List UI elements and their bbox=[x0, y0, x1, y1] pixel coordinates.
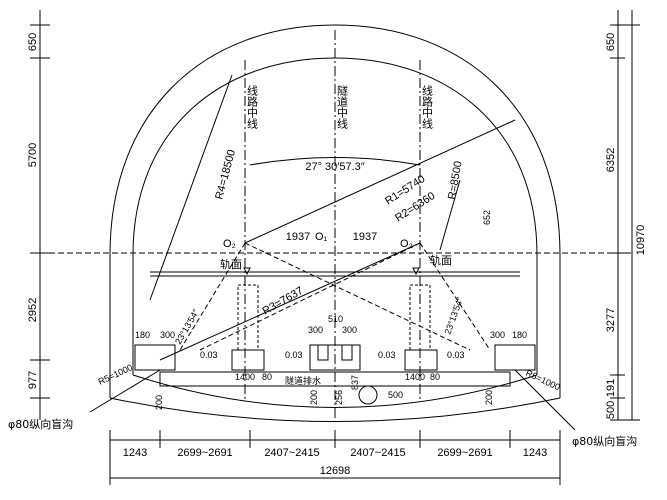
radius-r3-label: R3=7637 bbox=[261, 285, 306, 318]
line-center-right-label: 线路中线 bbox=[421, 84, 434, 129]
slope-003-b: 0.03 bbox=[285, 350, 303, 360]
dim-1400-right: 1400 bbox=[405, 372, 425, 382]
slope-003-d: 0.03 bbox=[447, 350, 465, 360]
radius-r5-left-label: R5=1000 bbox=[97, 362, 135, 387]
bottom-dim-2: 2699~2691 bbox=[177, 447, 232, 459]
radius-r4 bbox=[149, 74, 233, 301]
bottom-dim-6: 1243 bbox=[523, 447, 547, 459]
angle-label: 27° 30′57.3″ bbox=[305, 161, 364, 173]
dim-200-right: 200 bbox=[484, 390, 494, 405]
bottom-dim-5: 2699~2691 bbox=[437, 447, 492, 459]
center-dim-right: 1937 bbox=[353, 231, 377, 243]
dim-300-left: 300 bbox=[160, 330, 175, 340]
dim-200-left: 200 bbox=[154, 395, 164, 410]
rail-left-label: 轨面 bbox=[220, 257, 242, 271]
right-dim-650: 650 bbox=[605, 33, 617, 51]
slope-003-c: 0.03 bbox=[378, 350, 396, 360]
dim-200-center: 200 bbox=[309, 390, 319, 405]
invert-outer bbox=[109, 397, 561, 422]
dim-1400-left: 1400 bbox=[235, 372, 255, 382]
right-rail-support bbox=[409, 284, 431, 351]
dim-80-left: 80 bbox=[262, 372, 272, 382]
pipe-note: 隧道排水 bbox=[285, 375, 321, 386]
left-rail-support bbox=[237, 284, 259, 351]
radius-r-right-label: R=8500 bbox=[446, 160, 465, 200]
bottom-dim-1: 1243 bbox=[123, 447, 147, 459]
radius-left-dash bbox=[179, 242, 246, 351]
dim-180-left: 180 bbox=[135, 330, 150, 340]
dim-300-c2: 300 bbox=[342, 325, 357, 335]
radius-right-dash bbox=[419, 242, 491, 351]
right-dim-191: 191 bbox=[605, 379, 617, 397]
center-dim-652: 652 bbox=[482, 210, 492, 225]
dim-510: 510 bbox=[328, 314, 343, 324]
dim-300-right: 300 bbox=[490, 330, 505, 340]
tunnel-center-label: 隧道中线 bbox=[336, 84, 349, 129]
radius-r4-label: R4=18500 bbox=[213, 148, 238, 200]
radius-r-right bbox=[439, 179, 461, 251]
bottom-dim-4: 2407~2415 bbox=[350, 447, 405, 459]
outer-arch bbox=[109, 24, 561, 398]
angle-left-label: 23°13′54″ bbox=[173, 307, 201, 346]
right-drain-leader bbox=[514, 369, 576, 431]
rail-right-label: 轨面 bbox=[430, 253, 452, 267]
radius-r5-right-label: R5=1000 bbox=[524, 368, 562, 393]
left-track-bed bbox=[231, 349, 265, 371]
right-track-bed bbox=[404, 349, 438, 371]
dim-80-right: 80 bbox=[430, 372, 440, 382]
drain-right-label: φ80纵向盲沟 bbox=[572, 434, 637, 448]
dim-837: 837 bbox=[350, 375, 360, 390]
invert-curve bbox=[132, 374, 538, 408]
base-slab bbox=[159, 371, 511, 387]
right-rail-marker bbox=[412, 267, 420, 276]
right-dim-3277: 3277 bbox=[605, 308, 617, 332]
left-rail-marker bbox=[243, 267, 251, 276]
dim-180-right: 180 bbox=[512, 330, 527, 340]
center-dim-left: 1937 bbox=[286, 231, 310, 243]
radius-r1 bbox=[244, 119, 516, 244]
right-dim-6352: 6352 bbox=[605, 148, 617, 172]
diag-dash-2 bbox=[199, 242, 421, 351]
left-dim-650: 650 bbox=[27, 33, 39, 51]
dim-256: 256 bbox=[334, 390, 344, 405]
center-o2-right: O₂ bbox=[400, 238, 413, 250]
center-ditch bbox=[309, 344, 361, 371]
bottom-total: 12698 bbox=[320, 465, 351, 477]
drain-left-label: φ80纵向盲沟 bbox=[8, 417, 73, 431]
line-center-left-label: 线路中线 bbox=[246, 84, 259, 129]
radius-r3 bbox=[159, 242, 421, 361]
center-o2-left: O₂ bbox=[223, 238, 236, 250]
angle-right-label: 23°13′54″ bbox=[442, 295, 465, 335]
slope-003-a: 0.03 bbox=[200, 350, 218, 360]
left-dim-977: 977 bbox=[27, 371, 39, 389]
diag-dash-1 bbox=[244, 242, 471, 351]
drain-pipe bbox=[358, 385, 378, 405]
right-dim-500: 500 bbox=[605, 401, 617, 419]
left-dim-5700: 5700 bbox=[27, 143, 39, 167]
right-side-ditch bbox=[494, 344, 536, 371]
dim-500: 500 bbox=[388, 390, 403, 400]
dim-300-c1: 300 bbox=[308, 325, 323, 335]
right-dim-total: 10970 bbox=[635, 225, 647, 256]
center-o1: O₁ bbox=[315, 231, 328, 243]
bottom-dim-3: 2407~2415 bbox=[264, 447, 319, 459]
left-side-ditch bbox=[134, 344, 176, 371]
left-drain-leader bbox=[89, 369, 161, 413]
left-dim-2952: 2952 bbox=[27, 298, 39, 322]
